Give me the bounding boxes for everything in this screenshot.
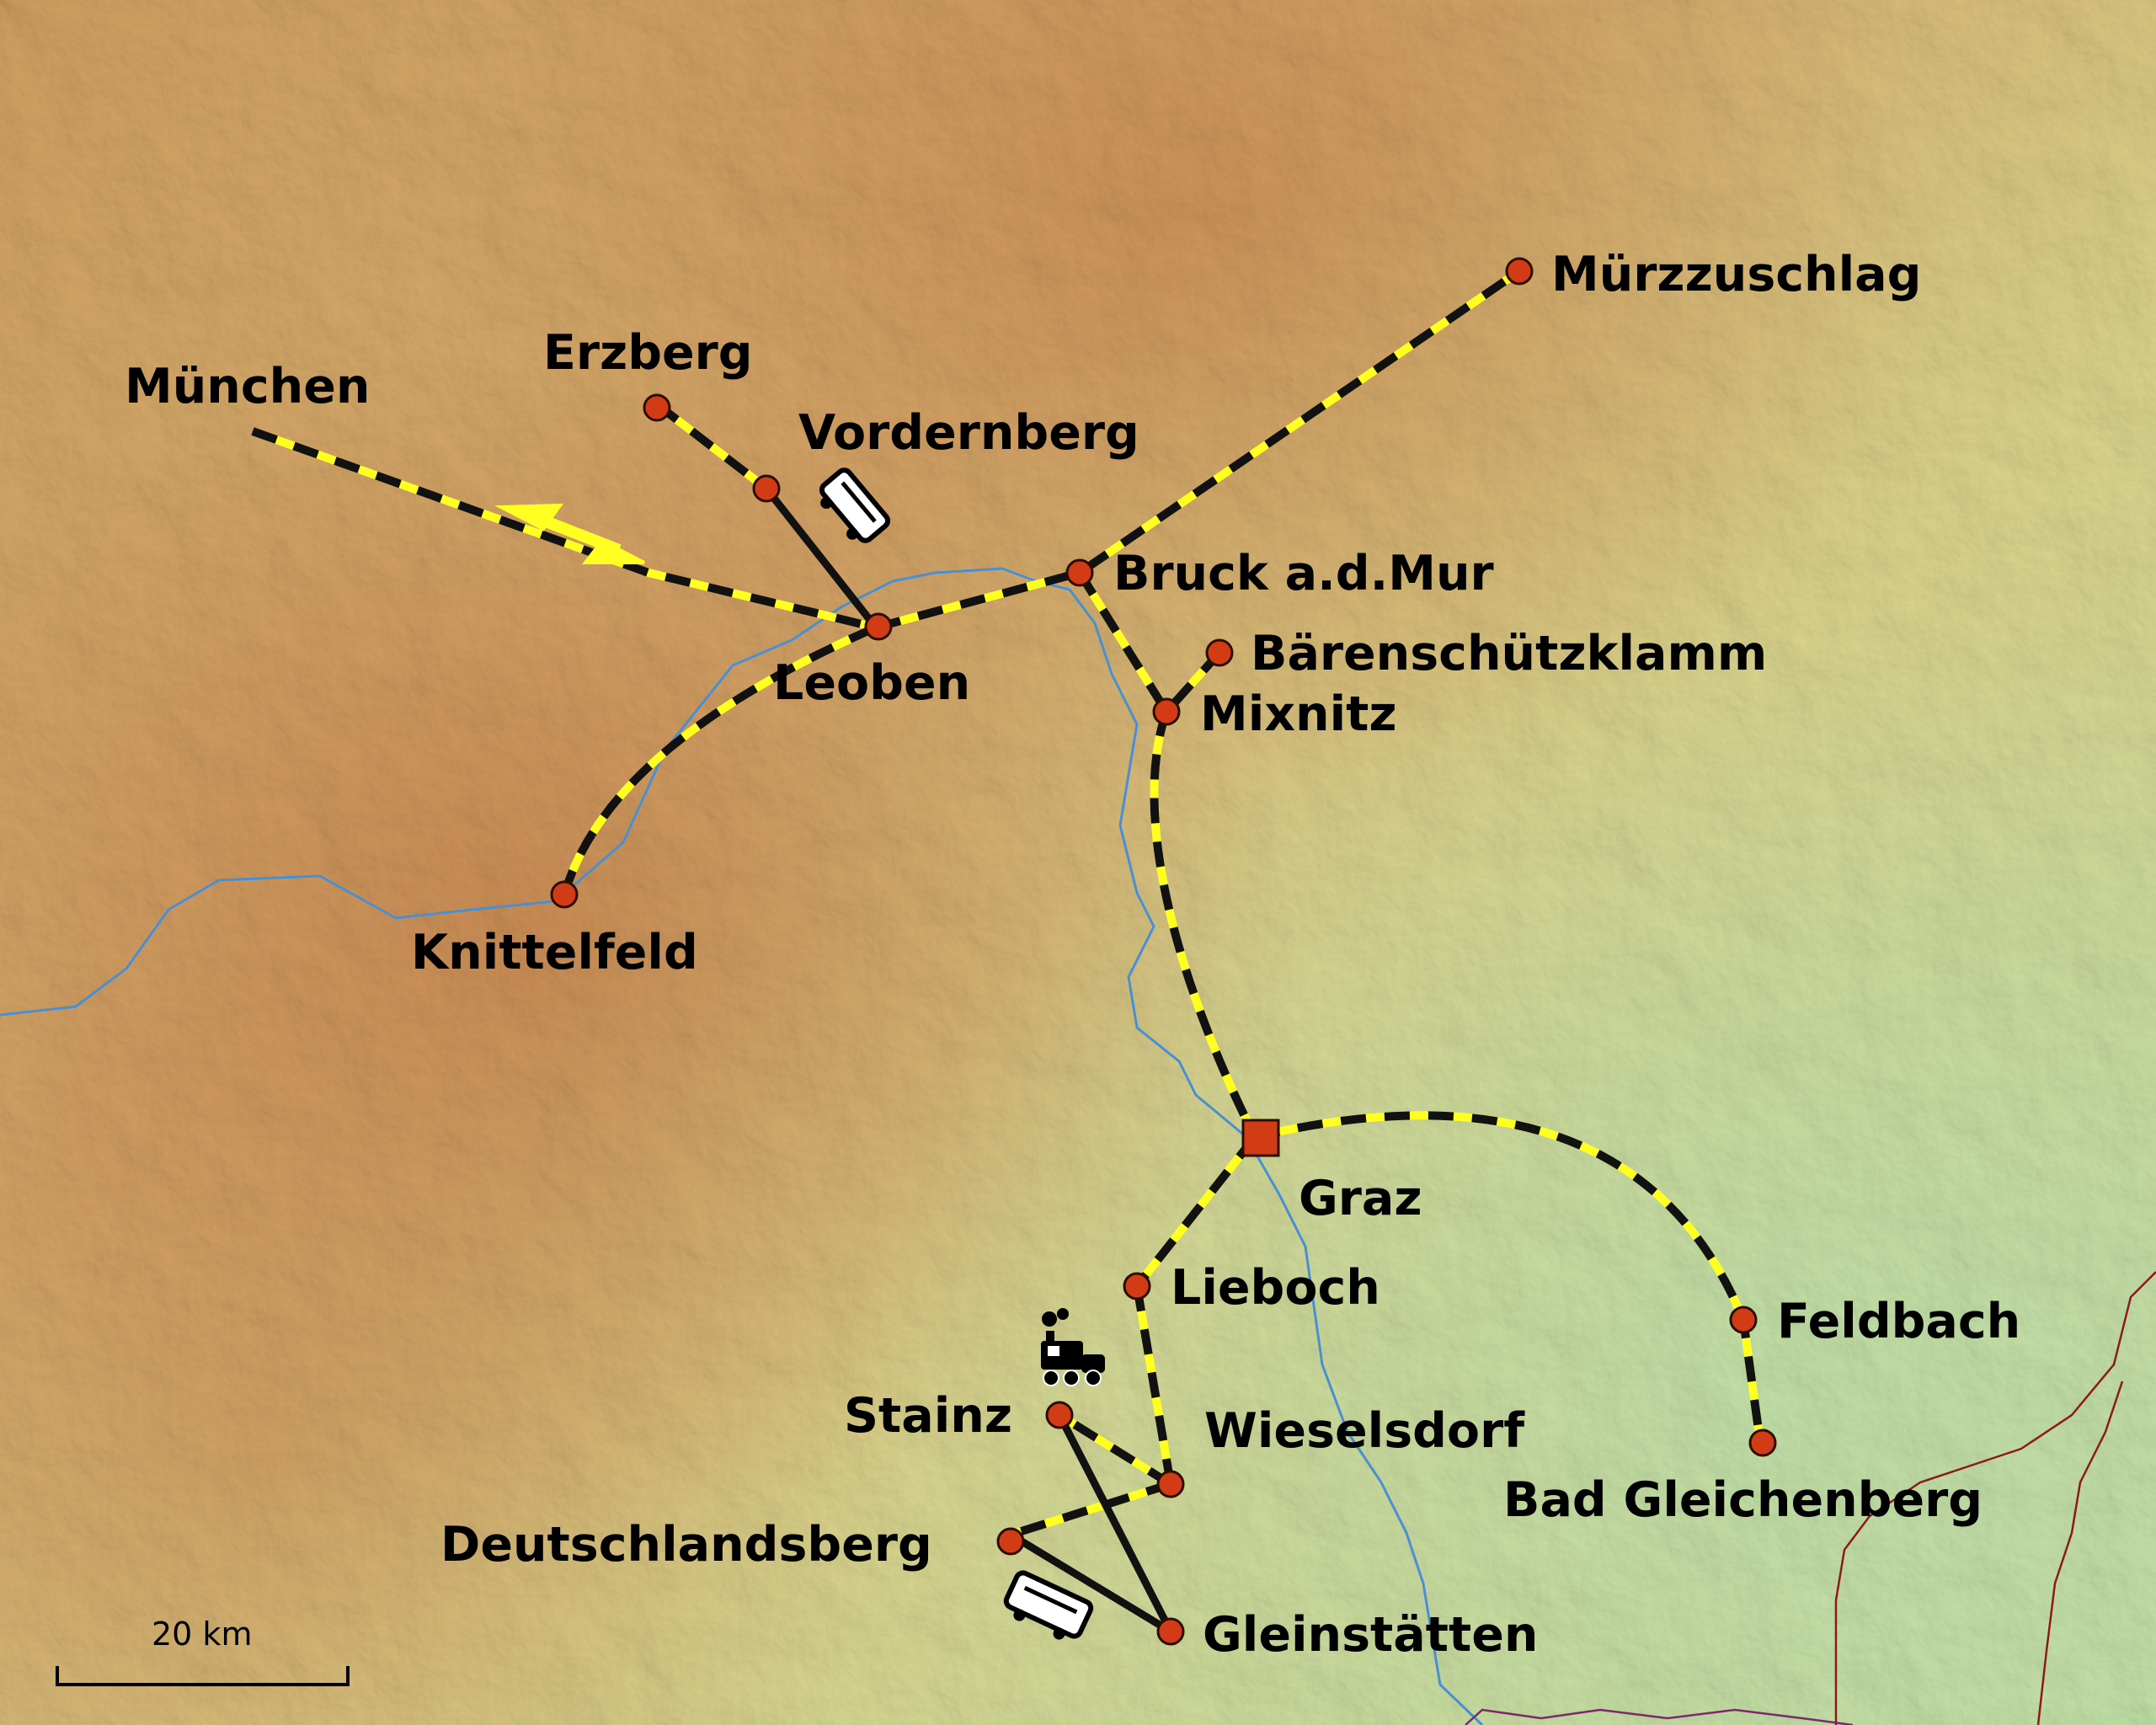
marker-baerenschuetzklamm (1205, 638, 1234, 667)
scale-bar: 20 km (56, 1616, 350, 1686)
marker-bad-gleichenberg (1748, 1429, 1777, 1457)
marker-feldbach (1729, 1306, 1758, 1334)
bidirectional-arrow-icon (494, 503, 645, 564)
scale-bar-label: 20 km (152, 1616, 252, 1653)
marker-lieboch (1123, 1272, 1151, 1300)
label-baerenschuetzklamm: Bärenschützklamm (1251, 626, 1767, 681)
marker-leoben (864, 612, 893, 641)
label-gleinstaetten: Gleinstätten (1203, 1607, 1538, 1663)
marker-muerzzuschlag (1505, 257, 1534, 286)
label-stainz: Stainz (844, 1388, 1012, 1444)
marker-graz (1241, 1119, 1280, 1157)
label-wieselsdorf: Wieselsdorf (1204, 1403, 1525, 1459)
marker-knittelfeld (550, 880, 579, 909)
marker-wieselsdorf (1156, 1470, 1185, 1498)
label-deutschlandsberg: Deutschlandsberg (440, 1517, 932, 1573)
steam-locomotive-icon (1041, 1308, 1105, 1386)
label-knittelfeld: Knittelfeld (411, 925, 698, 980)
marker-erzberg (643, 393, 671, 422)
label-bruck: Bruck a.d.Mur (1113, 546, 1494, 601)
label-lieboch: Lieboch (1171, 1260, 1380, 1316)
label-muenchen: München (125, 359, 371, 414)
marker-deutschlandsberg (996, 1527, 1025, 1556)
rivers (0, 567, 1484, 1725)
marker-vordernberg (752, 474, 781, 503)
label-bad-gleichenberg: Bad Gleichenberg (1503, 1472, 1983, 1528)
rail-black-dashes (251, 267, 1764, 1539)
label-muerzzuschlag: Mürzzuschlag (1551, 247, 1921, 302)
label-erzberg: Erzberg (543, 325, 753, 381)
bus-icon (819, 467, 891, 543)
marker-stainz (1045, 1401, 1074, 1429)
label-vordernberg: Vordernberg (798, 405, 1139, 461)
marker-gleinstaetten (1156, 1617, 1185, 1646)
bus-icon (1003, 1570, 1094, 1640)
borders (1465, 1271, 2156, 1725)
label-mixnitz: Mixnitz (1200, 686, 1397, 742)
label-graz: Graz (1299, 1171, 1422, 1226)
label-feldbach: Feldbach (1777, 1294, 2020, 1349)
marker-mixnitz (1152, 697, 1181, 726)
rail-solid-lines (763, 486, 1175, 1635)
label-leoben: Leoben (773, 655, 970, 711)
place-labels: München Erzberg Vordernberg Leoben Knitt… (125, 247, 2020, 1663)
marker-bruck (1065, 558, 1094, 587)
place-markers (550, 257, 1777, 1646)
